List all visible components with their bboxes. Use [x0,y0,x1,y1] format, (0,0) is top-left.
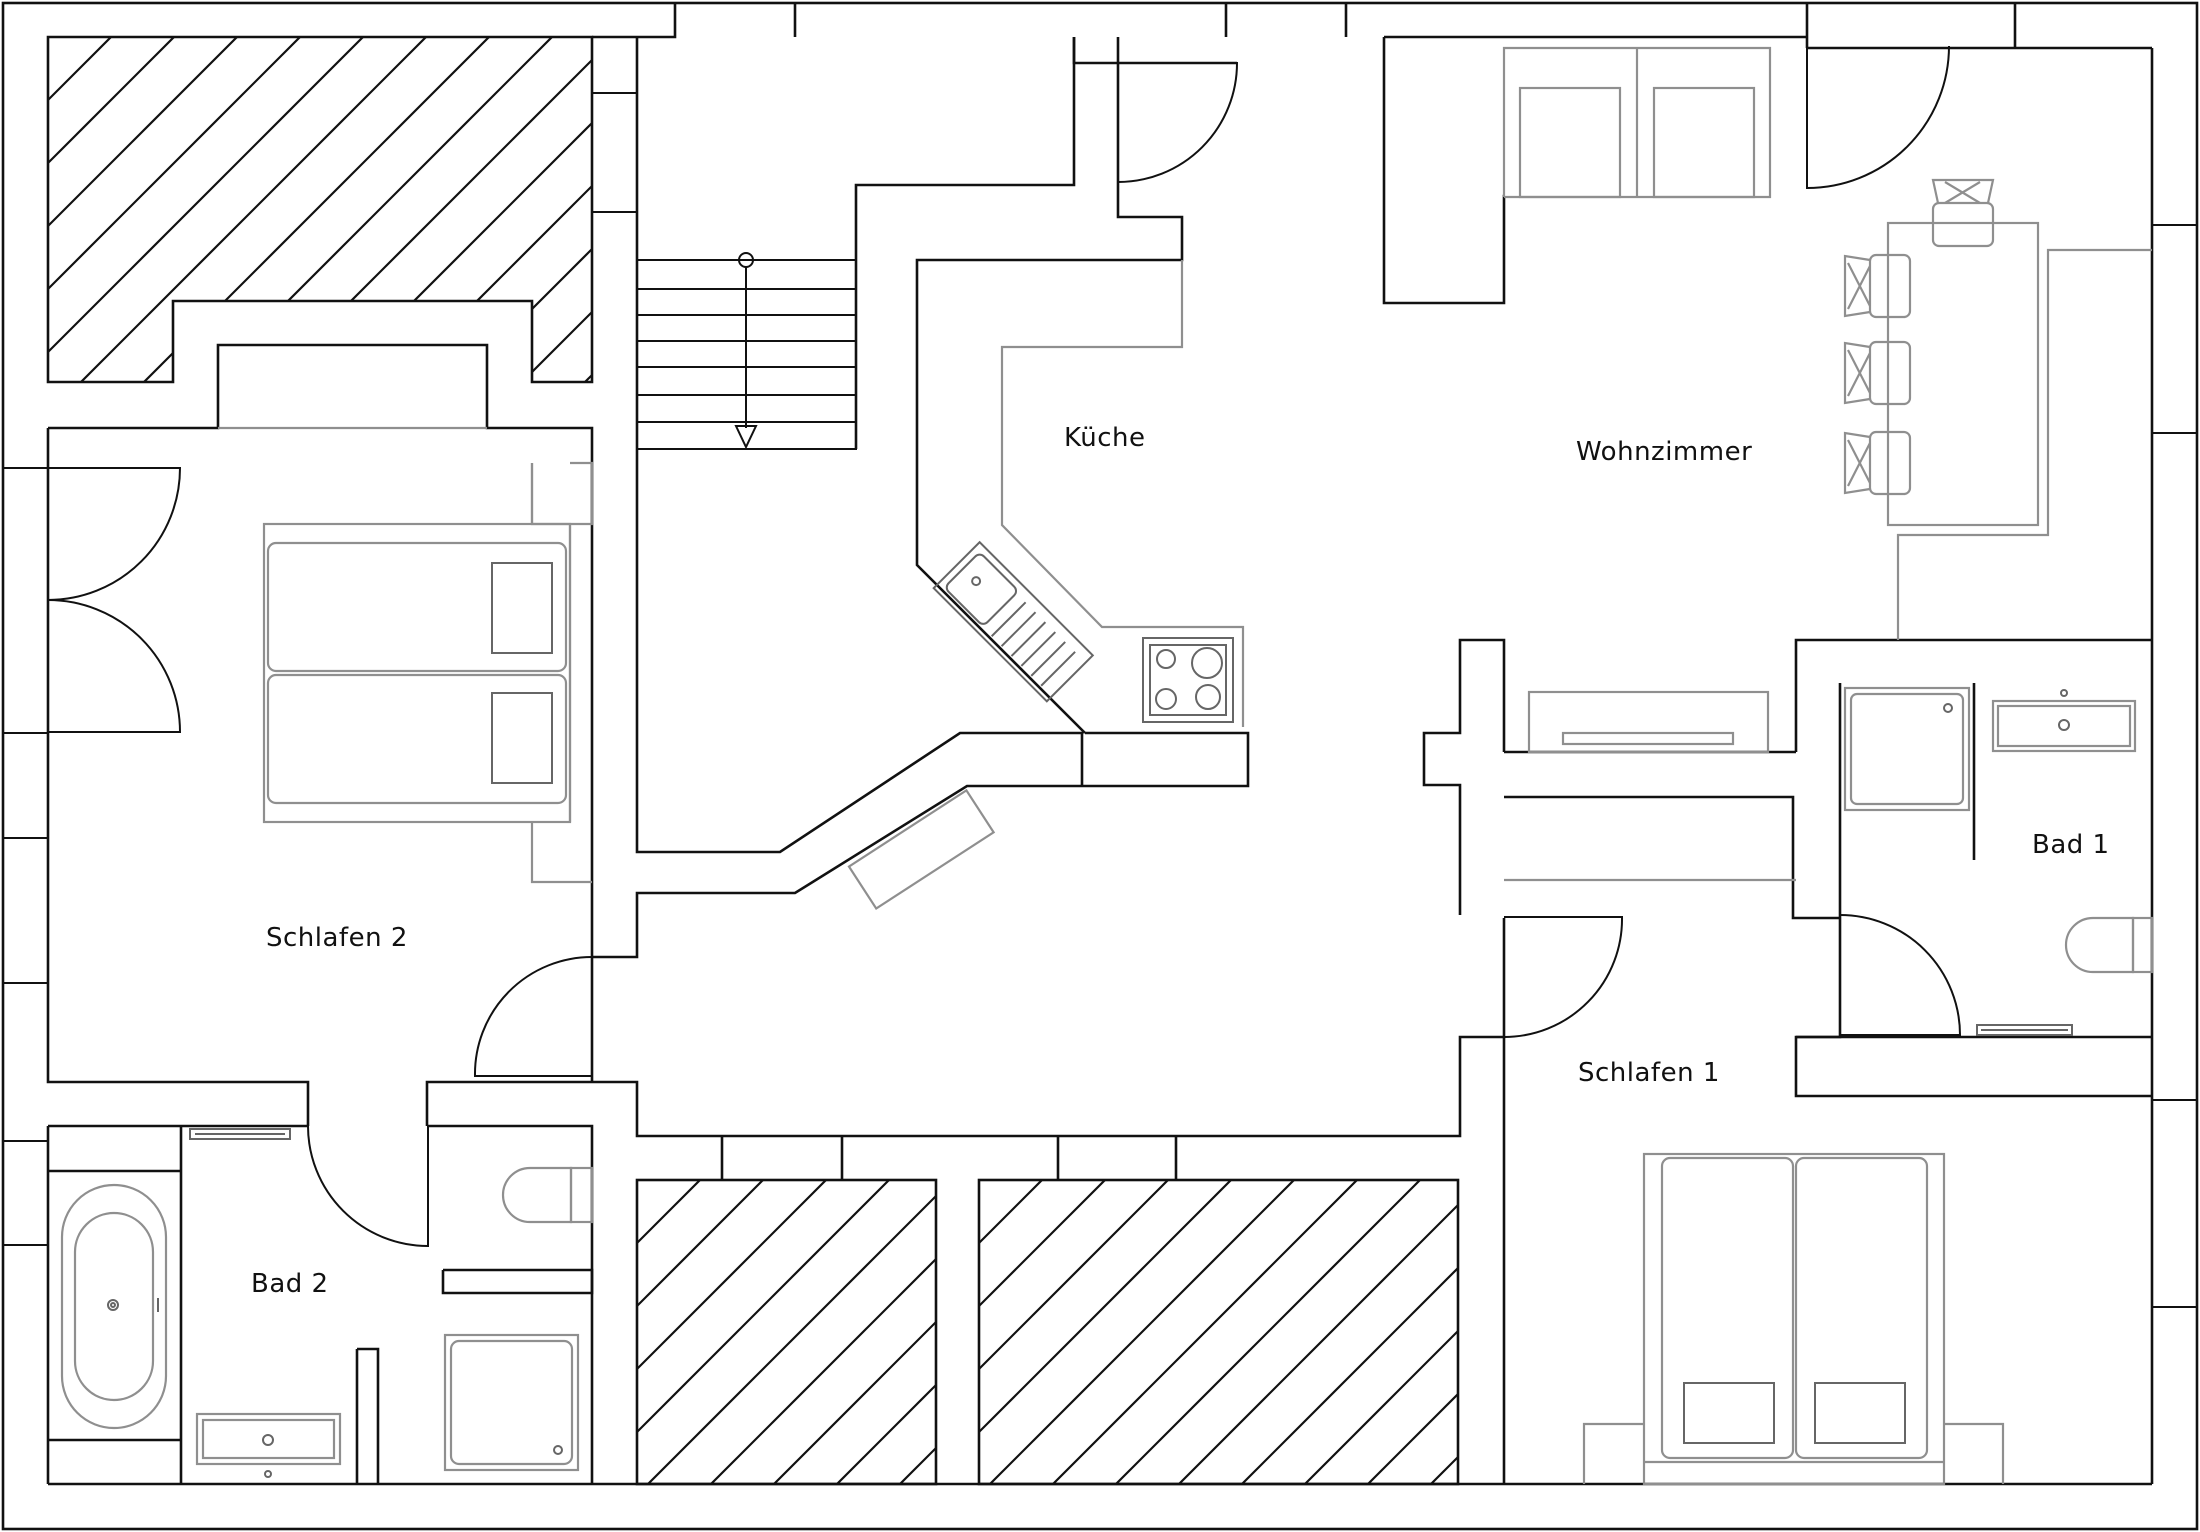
hatch-line [48,37,301,382]
hatch-line [1241,1266,1458,1484]
hatch-line [48,37,49,382]
bathroom-2-furniture [60,1128,594,1478]
hatch-line [269,37,592,382]
hatch-line [1178,1203,1458,1484]
hatch-line [206,37,553,382]
bedroom-1-furniture [1582,1152,2005,1486]
hatch-line [1620,1180,1924,1484]
hatch-line [143,37,490,382]
hatch-line [1746,1180,2050,1484]
hatch-line [637,1180,827,1371]
living-room-furniture [1502,46,2152,754]
label-bad-2: Bad 2 [251,1269,329,1299]
hatch-line [1215,1180,1519,1484]
hatch-line [711,37,1056,382]
room-labels: Küche Wohnzimmer Schlafen 2 Schlafen 1 B… [251,423,2110,1299]
hatch-line [989,1180,1295,1484]
hatch-line [979,1180,1169,1371]
hatch-line [1367,1392,1458,1484]
hatch-line [1683,1180,1987,1484]
hatch-line [1115,1180,1421,1484]
hatch-line [637,1180,890,1434]
hatch-line [710,1257,936,1484]
label-kueche: Küche [1064,423,1146,453]
hatch-line [1152,1180,1456,1484]
hatch-line [1026,1180,1330,1484]
hatch-line [774,37,1119,382]
hatch-line [979,1180,980,1182]
hatch-line [637,1180,764,1308]
hatch-line [1304,1329,1458,1484]
hatch-line [1052,1180,1358,1484]
label-schlafen-1: Schlafen 1 [1578,1058,1720,1088]
hatch-line [395,37,592,382]
hatch-line [48,37,238,382]
hatch-line [1089,1180,1393,1484]
kitchen-counter [847,260,1245,911]
staircase [636,252,857,450]
hatched-storage-bottom-1 [635,1178,1519,1486]
hatch-line [521,37,592,382]
hatch-line [48,37,175,382]
doors [47,8,1962,1248]
hatch-line [979,1180,1106,1308]
hatch-line [837,37,1182,382]
label-bad-1: Bad 1 [2032,830,2110,860]
bedroom-2-furniture [262,461,594,884]
hatch-line [963,1180,1267,1484]
hatch-line [332,37,592,382]
hatched-storage-bottom-2 [977,1178,2050,1486]
hatch-line [458,37,592,382]
hatch-line [979,1180,1232,1434]
hatch-line [1494,1180,1798,1484]
hatch-line [979,1180,1043,1245]
hatched-storage-top-left [46,35,1245,384]
interior-walls [46,35,2152,1484]
hatch-line [637,1180,701,1245]
hatch-line [773,1320,936,1484]
label-schlafen-2: Schlafen 2 [266,923,408,953]
hatch-line [48,37,112,382]
hatch-line [647,1194,936,1484]
bathroom-1-furniture [1843,686,2154,1036]
hatch-line [48,37,364,382]
label-wohnzimmer: Wohnzimmer [1576,437,1752,467]
hatch-line [648,37,993,382]
hatch-line [80,37,427,382]
hatch-line [900,37,1245,382]
hatch-line [899,1446,936,1484]
hatch-line [836,1383,936,1484]
